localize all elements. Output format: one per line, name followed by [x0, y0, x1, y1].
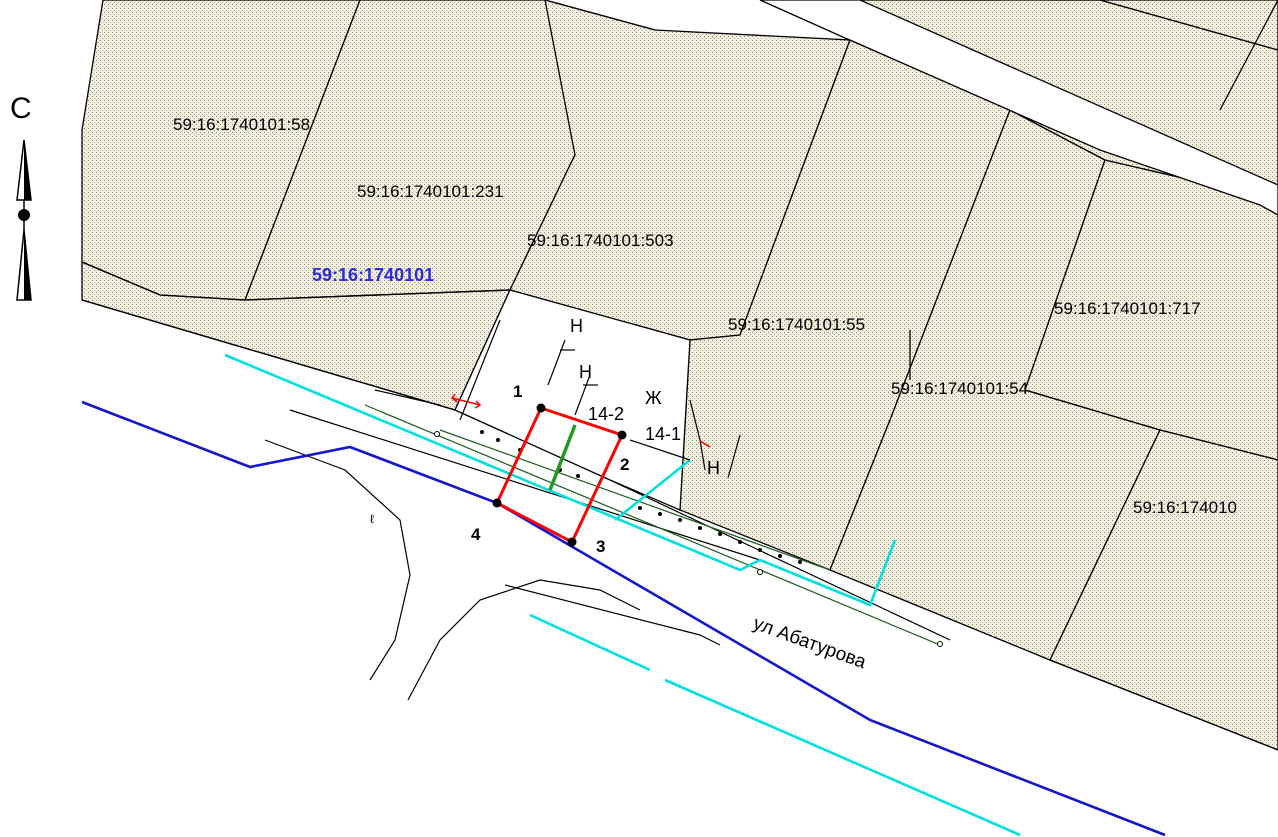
- parcel-fills: [81, 0, 1278, 751]
- corner-point-4[interactable]: [492, 498, 502, 508]
- point-label-1: 1: [513, 382, 522, 401]
- north-arrow-top-fill-icon: [24, 140, 31, 200]
- target-inner-line: [548, 424, 577, 491]
- tick-mark: ℓ: [370, 512, 374, 526]
- parcel-label-54: 59:16:1740101:54: [891, 379, 1028, 398]
- zone-label-141: 14-1: [645, 424, 681, 444]
- parcel-label-58: 59:16:1740101:58: [173, 115, 310, 134]
- point-label-4: 4: [471, 525, 481, 544]
- point-label-2: 2: [620, 455, 629, 474]
- parcel-top-right: [1099, 0, 1278, 51]
- street-label: ул Абатурова: [750, 613, 869, 673]
- corner-point-1[interactable]: [536, 403, 546, 413]
- utility-lines: [364, 404, 941, 646]
- zone-label-zh: Ж: [645, 388, 662, 408]
- north-label: С: [10, 92, 32, 125]
- zone-label-h1: Н: [570, 316, 583, 336]
- parcel-label-55: 59:16:1740101:55: [728, 315, 865, 334]
- main-road-line: [81, 400, 1166, 837]
- corner-points: [492, 403, 627, 547]
- point-label-3: 3: [596, 537, 605, 556]
- parcel-labels: 59:16:1740101:58 59:16:1740101:231 59:16…: [173, 115, 1237, 517]
- parcel-label-503: 59:16:1740101:503: [527, 231, 674, 250]
- north-arrow-bottom-fill-icon: [24, 230, 31, 300]
- fence-markers: [434, 430, 943, 647]
- parcel-label-cut: 59:16:174010: [1133, 498, 1237, 517]
- zone-marks: [459, 319, 741, 479]
- corner-point-2[interactable]: [617, 430, 627, 440]
- parcel-label-717: 59:16:1740101:717: [1054, 299, 1201, 318]
- zone-label-h3: Н: [707, 458, 720, 478]
- parcel-boundaries: [81, 0, 1278, 751]
- north-arrow: С: [10, 92, 32, 301]
- point-labels: 1 2 3 4: [471, 382, 629, 556]
- zone-label-142: 14-2: [588, 404, 624, 424]
- road-corridor-top: [759, 0, 1278, 216]
- red-arrow-marks: [450, 393, 711, 448]
- corner-point-3[interactable]: [567, 537, 577, 547]
- quarter-label: 59:16:1740101: [312, 265, 434, 285]
- zone-label-h2: Н: [579, 362, 592, 382]
- parcel-pcut[interactable]: [1049, 429, 1278, 751]
- zone-labels: Н Н Ж 14-2 14-1 Н: [570, 316, 720, 478]
- parcel-label-231: 59:16:1740101:231: [357, 182, 504, 201]
- street-outlines: [264, 389, 951, 701]
- water-lines: [224, 353, 1021, 837]
- target-offset-line: [496, 502, 573, 543]
